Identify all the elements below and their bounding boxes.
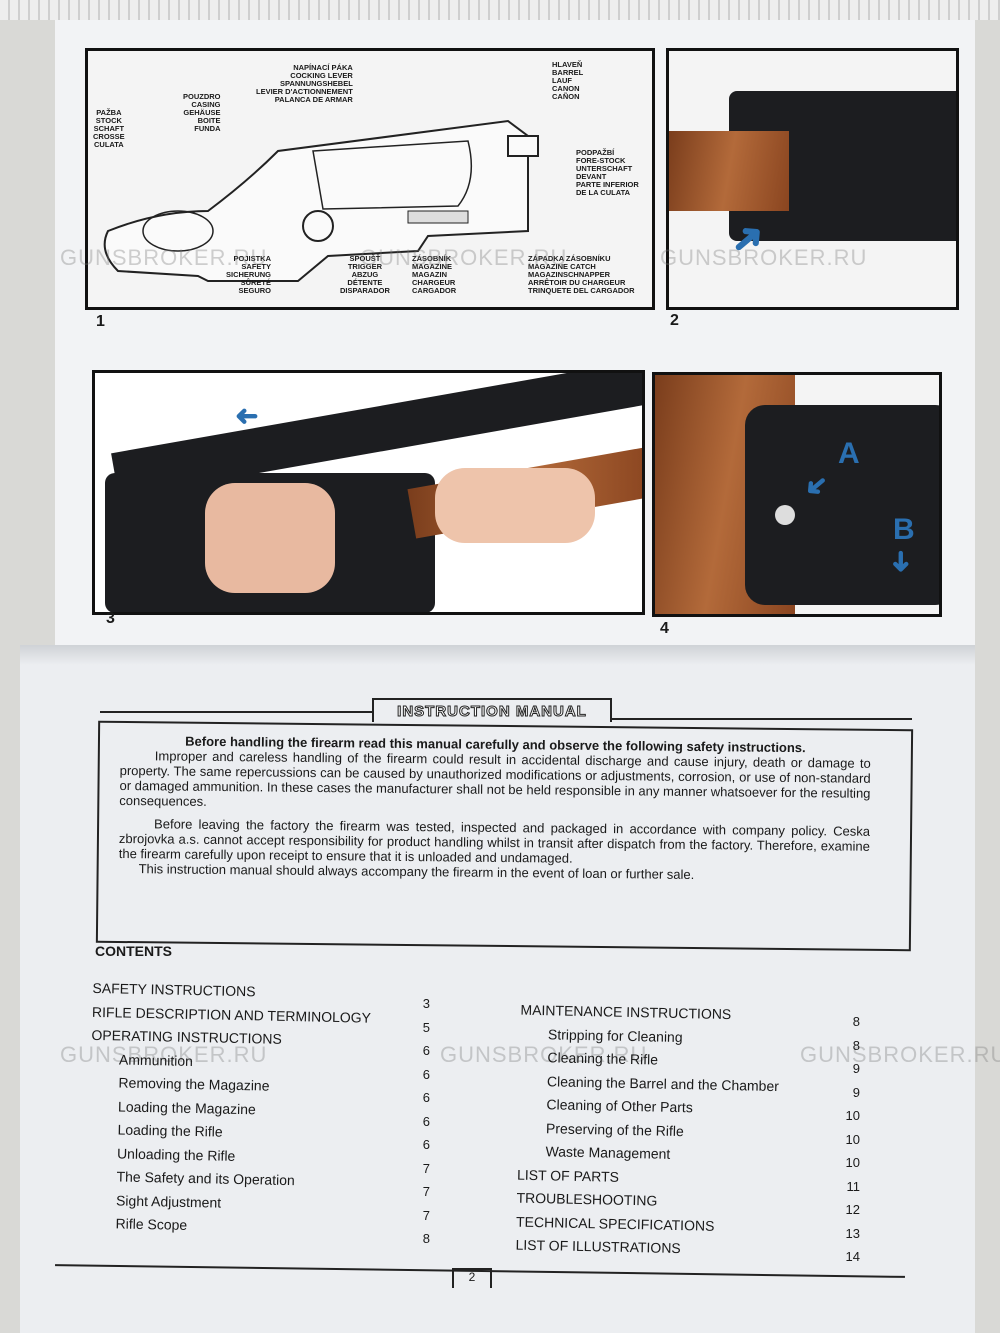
contents-page-number: 12 [845, 1202, 860, 1217]
watermark-5: GUNSBROKER.RU [440, 1042, 648, 1067]
manual-page-bottom [20, 650, 975, 1333]
page-number: 2 [452, 1268, 492, 1288]
contents-page-number: 8 [422, 1231, 430, 1246]
divider-line [612, 718, 912, 720]
watermark-1: GUNSBROKER.RU [60, 245, 268, 270]
contents-page-number: 5 [422, 1019, 430, 1035]
contents-page-number: 6 [422, 1090, 430, 1105]
label-trigger: SPOUŠŤ TRIGGER ABZUG DÉTENTE DISPARADOR [340, 254, 390, 295]
label-barrel: HLAVEŇ BARREL LAUF CANON CAÑON [552, 60, 584, 101]
contents-right-pages: 8 8 9 9 10 10 10 11 12 13 14 [830, 1010, 860, 1269]
figure-4-photo-safety-trigger: A B ➜ ➜ [652, 372, 942, 617]
figure-3-number: 3 [106, 610, 115, 627]
contents-page-number: 9 [852, 1084, 860, 1100]
figure-1-rifle-diagram: PAŽBA STOCK SCHAFT CROSSE CULATA POUZDRO… [85, 48, 655, 310]
window-blind [0, 0, 1000, 20]
contents-page-number: 6 [422, 1113, 430, 1129]
contents-page-number: 7 [422, 1184, 430, 1199]
watermark-3: GUNSBROKER.RU [660, 245, 868, 270]
watermark-4: GUNSBROKER.RU [60, 1042, 268, 1067]
marker-b: B [893, 513, 915, 546]
contents-page-number: 11 [846, 1178, 861, 1194]
contents-page-number: 13 [845, 1225, 860, 1241]
figure-1-number: 1 [96, 313, 105, 330]
contents-page-number: 10 [845, 1108, 860, 1123]
contents-page-number: 8 [852, 1037, 860, 1053]
contents-page-number: 10 [845, 1131, 860, 1147]
manual-title: INSTRUCTION MANUAL [372, 698, 612, 722]
blue-arrow-b-icon: ➜ [886, 549, 918, 574]
watermark-2: GUNSBROKER.RU [360, 245, 568, 270]
figure-2-number: 2 [670, 312, 679, 329]
contents-left-pages: 3 5 6 6 6 6 6 7 7 7 8 [400, 992, 430, 1251]
contents-page-number: 6 [422, 1137, 430, 1152]
contents-heading: CONTENTS [95, 943, 172, 959]
safety-paragraph-2: Before leaving the factory the firearm w… [118, 816, 871, 866]
contents-page-number: 3 [422, 996, 430, 1011]
label-magazine-catch: ZÁPADKA ZÁSOBNÍKU MAGAZINE CATCH MAGAZIN… [528, 254, 635, 295]
contents-page-number: 14 [845, 1249, 860, 1264]
contents-page-number: 6 [422, 1066, 430, 1082]
figure-3-photo-hands-on-rifle: ➜ [92, 370, 645, 615]
label-safety: POJISTKA SAFETY SICHERUNG SÛRETÉ SEGURO [226, 254, 272, 295]
label-magazine: ZÁSOBNÍK MAGAZINE MAGAZIN CHARGEUR CARGA… [412, 254, 457, 295]
marker-a: A [838, 437, 860, 470]
blue-arrow-left-icon: ➜ [235, 400, 259, 431]
label-stock: PAŽBA STOCK SCHAFT CROSSE CULATA [93, 108, 125, 149]
contents-page-number: 7 [422, 1160, 430, 1176]
contents-page-number: 6 [422, 1043, 430, 1058]
contents-page-number: 10 [845, 1155, 860, 1170]
divider-line [100, 711, 372, 713]
safety-notice-box: Before handling the firearm read this ma… [95, 720, 914, 952]
watermark-6: GUNSBROKER.RU [800, 1042, 1000, 1067]
rifle-outline-drawing [103, 119, 539, 282]
figure-4-number: 4 [660, 620, 669, 637]
contents-page-number: 9 [852, 1061, 860, 1076]
contents-page-number: 7 [422, 1207, 430, 1223]
label-fore-stock: PODPAŽBÍ FORE-STOCK UNTERSCHAFT DEVANT P… [576, 148, 639, 197]
page-fold [20, 645, 975, 665]
contents-page-number: 8 [852, 1014, 860, 1029]
safety-paragraph-1: Improper and careless handling of the fi… [119, 748, 871, 809]
label-casing: POUZDRO CASING GEHÄUSE BOITE FUNDA [183, 92, 221, 133]
figure-2-photo-magazine-catch: ➜ [666, 48, 959, 310]
label-cocking-lever: NAPÍNACÍ PÁKA COCKING LEVER SPANNUNGSHEB… [256, 63, 353, 104]
